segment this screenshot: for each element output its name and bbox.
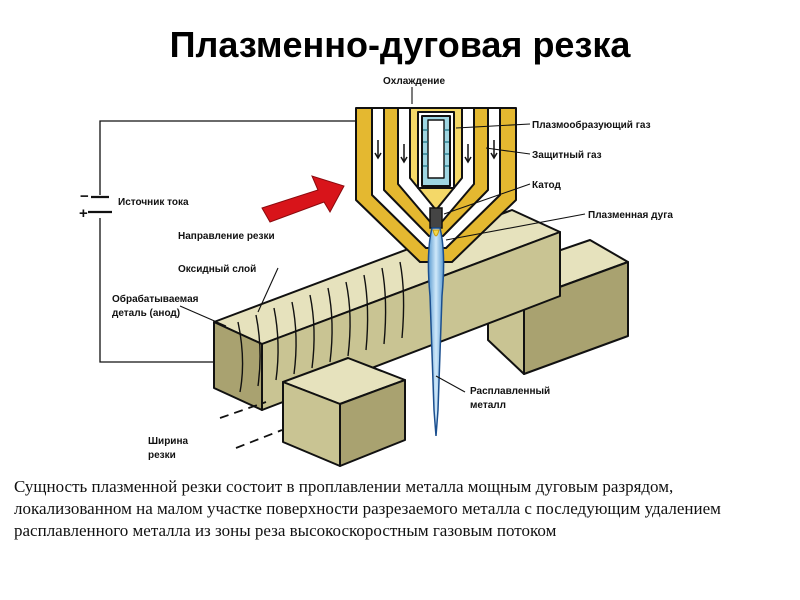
label-cooling: Охлаждение (383, 76, 445, 87)
arc-tip-glow (432, 229, 440, 237)
label-plasma-gas: Плазмообразующий газ (532, 119, 651, 131)
label-cut-direction: Направление резки (178, 231, 275, 242)
label-oxide-layer: Оксидный слой (178, 264, 256, 275)
label-cathode: Катод (532, 180, 562, 191)
leader-lines (179, 87, 586, 393)
front-metal-block (282, 357, 406, 467)
label-shield-gas: Защитный газ (532, 150, 602, 161)
label-molten-metal-line1: Расплавленный (470, 386, 550, 397)
label-plasma-arc: Плазменная дуга (588, 210, 673, 221)
label-kerf-width-line2: резки (148, 450, 176, 461)
circuit-wires (99, 120, 408, 363)
label-power-source: Источник тока (118, 197, 189, 208)
label-workpiece-line2: деталь (анод) (112, 308, 180, 319)
plasma-torch (355, 107, 517, 263)
label-workpiece-line1: Обрабатываемая (112, 293, 199, 305)
plasma-arc (427, 227, 445, 437)
cathode-electrode (429, 207, 443, 229)
oxide-ripples (237, 261, 405, 393)
label-kerf-width-line1: Ширина (148, 436, 188, 447)
power-source-terminals (88, 195, 112, 214)
plasma-cutting-diagram: Охлаждение Плазмообразующий газ Защитный… (79, 76, 673, 467)
label-molten-metal-line2: металл (470, 400, 506, 411)
label-minus-terminal: − (80, 188, 89, 205)
label-plus-terminal: + (79, 205, 88, 222)
page-title: Плазменно-дуговая резка (169, 24, 631, 65)
kerf-width-lines (219, 401, 283, 449)
cooling-fins (423, 129, 449, 167)
cutting-direction-arrow-icon (261, 175, 345, 223)
description-text: Сущность плазменной резки состоит в проп… (14, 477, 721, 540)
